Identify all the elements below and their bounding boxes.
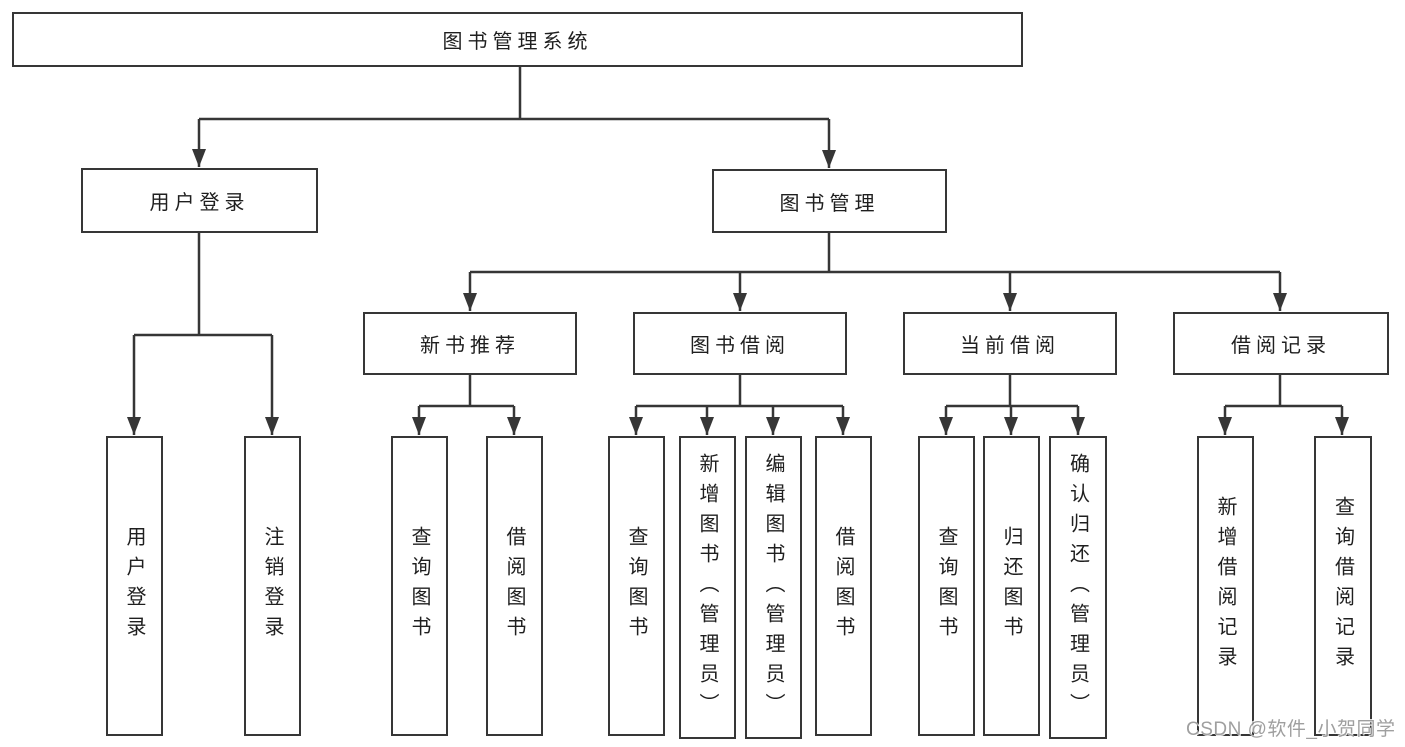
leaf-confirm-return-admin: 确认归还（管理员）: [1049, 436, 1107, 739]
node-label: 图书管理系统: [442, 31, 593, 53]
node-user-login: 用户登录: [81, 168, 318, 233]
leaf-return-books: 归还图书: [983, 436, 1040, 736]
node-label: 用户登录: [149, 192, 250, 214]
leaf-logout: 注销登录: [244, 436, 301, 736]
leaf-label: 查询图书: [935, 526, 957, 646]
leaf-label: 归还图书: [1000, 526, 1022, 646]
leaf-label: 借阅图书: [503, 526, 525, 646]
leaf-label: 查询图书: [408, 526, 430, 646]
node-root-library-management-system: 图书管理系统: [12, 12, 1023, 67]
leaf-label: 编辑图书（管理员）: [762, 452, 784, 723]
node-new-book-recommendation: 新书推荐: [363, 312, 577, 375]
leaf-add-books-admin: 新增图书（管理员）: [679, 436, 736, 739]
leaf-user-login: 用户登录: [106, 436, 163, 736]
node-label: 借阅记录: [1231, 335, 1331, 357]
node-borrowing-records: 借阅记录: [1173, 312, 1389, 375]
leaf-label: 查询借阅记录: [1331, 496, 1354, 676]
leaf-query-borrow-record: 查询借阅记录: [1314, 436, 1372, 736]
leaf-add-borrow-record: 新增借阅记录: [1197, 436, 1254, 736]
node-label: 图书管理: [779, 192, 880, 215]
leaf-label: 查询图书: [625, 526, 647, 646]
leaf-query-books-current: 查询图书: [918, 436, 975, 736]
leaf-label: 确认归还（管理员）: [1066, 452, 1089, 723]
leaf-borrow-books: 借阅图书: [815, 436, 872, 736]
leaf-borrow-books-recommend: 借阅图书: [486, 436, 543, 736]
leaf-query-books-borrow: 查询图书: [608, 436, 665, 736]
node-label: 新书推荐: [420, 335, 520, 357]
node-book-management: 图书管理: [712, 169, 947, 233]
leaf-label: 用户登录: [123, 526, 145, 646]
leaf-label: 借阅图书: [832, 526, 854, 646]
node-book-borrowing: 图书借阅: [633, 312, 847, 375]
leaf-label: 注销登录: [261, 526, 283, 646]
node-label: 当前借阅: [960, 335, 1060, 357]
leaf-query-books-recommend: 查询图书: [391, 436, 448, 736]
leaf-edit-books-admin: 编辑图书（管理员）: [745, 436, 802, 739]
csdn-watermark: CSDN @软件_小贺同学: [1186, 719, 1396, 740]
node-label: 图书借阅: [690, 335, 790, 357]
node-current-borrowing: 当前借阅: [903, 312, 1117, 375]
leaf-label: 新增借阅记录: [1214, 496, 1236, 676]
leaf-label: 新增图书（管理员）: [696, 452, 718, 723]
